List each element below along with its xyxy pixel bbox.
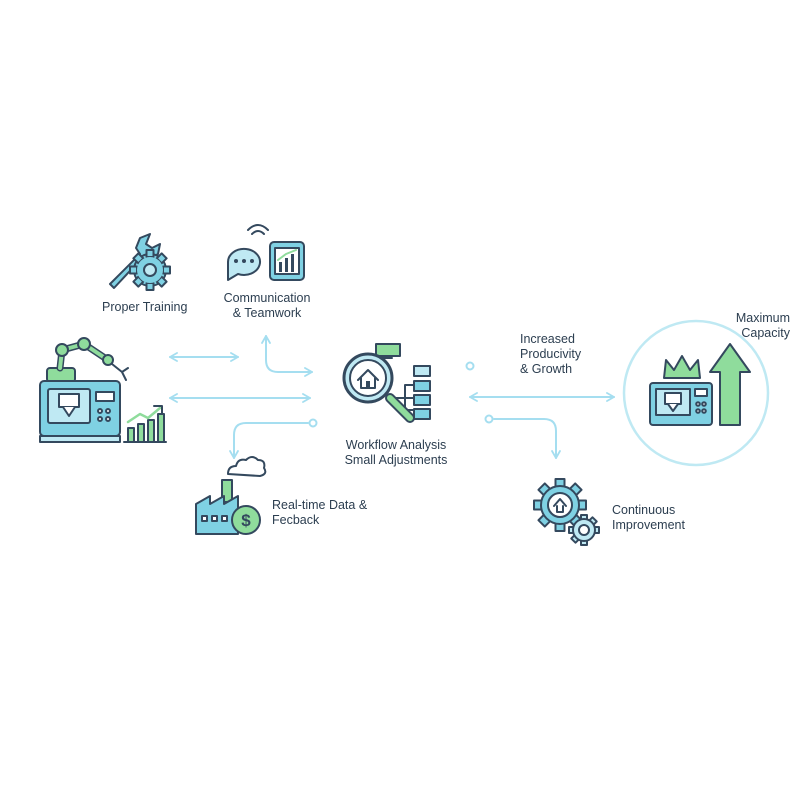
label-productivity-line-2: Producivity [520, 347, 582, 361]
label-workflow-line-1: Workflow Analysis [345, 438, 447, 452]
connector-dot-right-bottom [484, 414, 494, 424]
wrench-gear-icon [109, 233, 171, 291]
growth-chart-icon [123, 405, 167, 443]
connector-arrows [169, 335, 615, 459]
label-improvement: Continuous Improvement [612, 503, 685, 533]
label-workflow-line-2: Small Adjustments [344, 453, 448, 467]
label-productivity: Increased Producivity & Growth [520, 332, 581, 377]
crowned-machine-icon [649, 343, 751, 426]
label-capacity-line-2: Capacity [741, 326, 790, 340]
tablet-chart-icon [269, 241, 305, 281]
robot-arm-machine-icon [39, 337, 129, 443]
arrow-improvement-curve [493, 418, 561, 459]
label-productivity-line-3: & Growth [520, 362, 573, 376]
label-improvement-line-2: Improvement [612, 518, 685, 532]
label-workflow: Workflow Analysis Small Adjustments [332, 438, 460, 468]
label-capacity: Maximum Capacity [700, 311, 790, 341]
factory-dollar-icon: $ [195, 456, 267, 535]
label-proper-training-text: Proper Training [102, 300, 188, 314]
label-communication: Communication & Teamwork [214, 291, 320, 321]
arrow-realtime-curve [229, 422, 309, 459]
label-productivity-line-1: Increased [520, 332, 575, 346]
gears-upload-icon [533, 478, 600, 546]
label-capacity-line-1: Maximum [735, 311, 790, 325]
label-proper-training: Proper Training [102, 300, 187, 315]
connector-dot-left [308, 418, 318, 428]
label-communication-line-2: & Teamwork [232, 306, 302, 320]
label-realtime-line-2: Fecback [272, 513, 320, 527]
label-realtime-line-1: Real-time Data & [272, 498, 368, 512]
label-realtime-data: Real-time Data & Fecback [272, 498, 367, 528]
magnifier-flowchart-icon [342, 343, 431, 423]
svg-text:$: $ [241, 511, 251, 530]
connector-dot-right-top [465, 361, 475, 371]
chat-bubble-icon [226, 224, 269, 281]
label-communication-line-1: Communication [223, 291, 311, 305]
label-improvement-line-1: Continuous [612, 503, 676, 517]
arrow-communication-curve [261, 335, 313, 377]
